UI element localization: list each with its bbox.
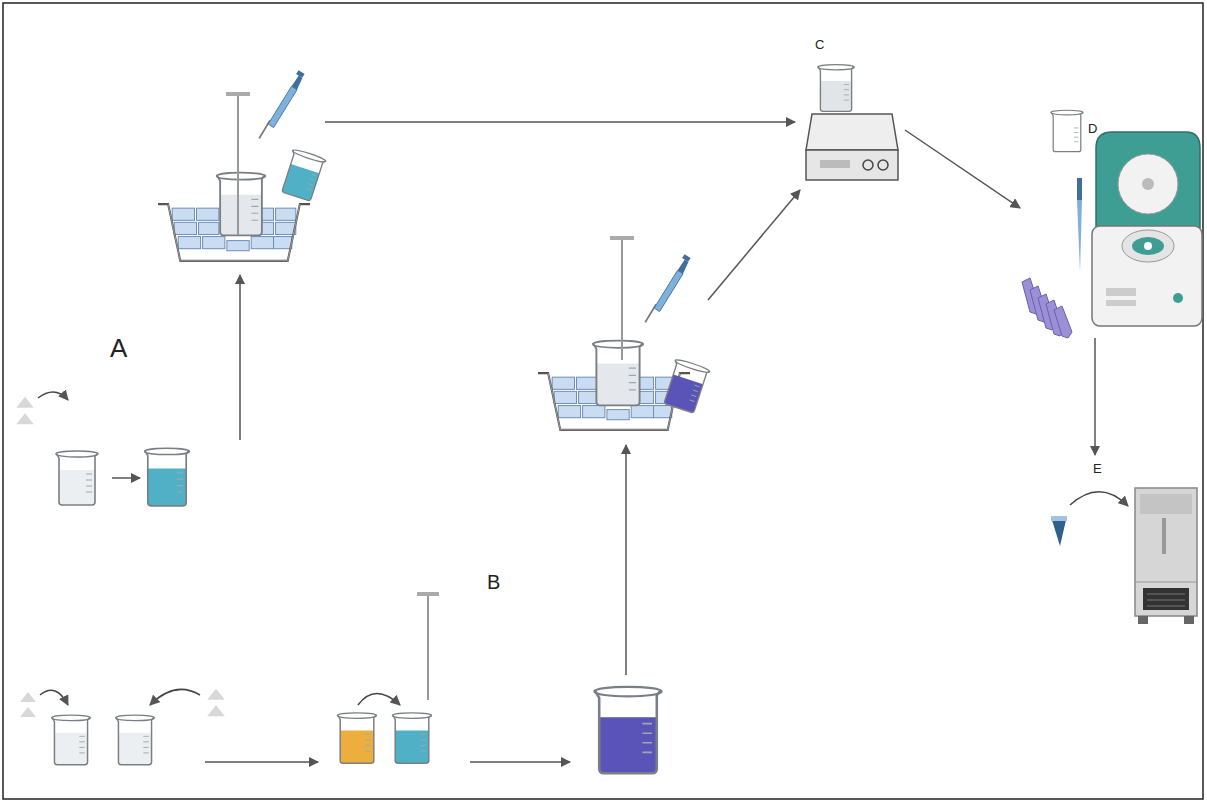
path-a-preparation — [16, 70, 795, 506]
step-letter: A — [110, 335, 127, 361]
magnetic-stirrer — [806, 65, 1020, 208]
centrifuge-station — [1022, 110, 1202, 455]
freezer — [1051, 488, 1197, 624]
step-letter: C — [815, 38, 824, 51]
path-b-preparation — [20, 190, 800, 773]
step-letter: B — [487, 572, 500, 592]
step-letter: D — [1088, 122, 1097, 135]
step-letter: E — [1093, 462, 1102, 475]
